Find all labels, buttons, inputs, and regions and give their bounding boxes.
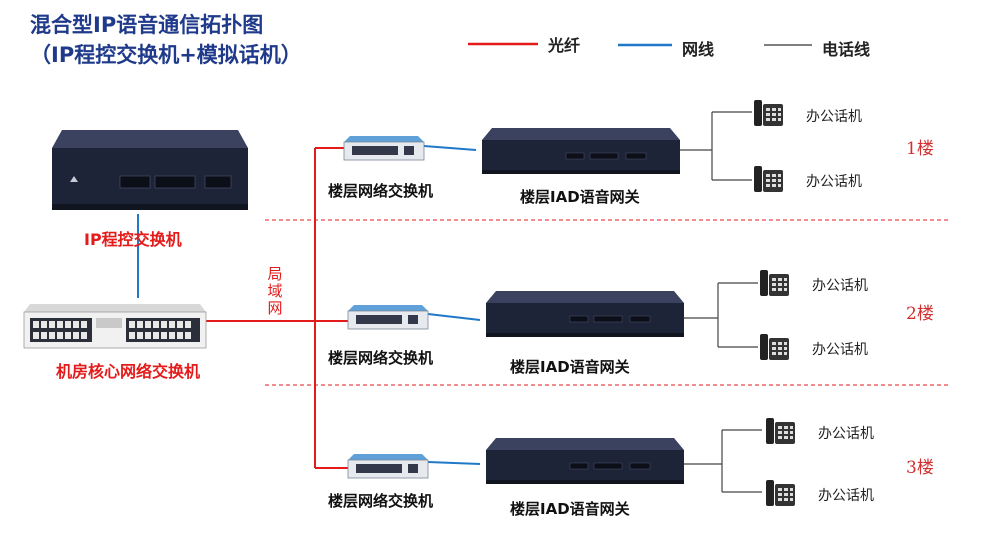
diagram-title: 混合型IP语音通信拓扑图 （IP程控交换机+模拟话机）: [30, 10, 302, 70]
cable-floor1: [423, 145, 477, 151]
title-line-1: 混合型IP语音通信拓扑图: [30, 13, 264, 37]
legend-fiber-label: 光纤: [548, 36, 581, 55]
cable-floor2: [427, 313, 481, 321]
floor1-phone-1-label: 办公话机: [806, 109, 862, 125]
floor2-phone-2-label: 办公话机: [812, 342, 868, 358]
phone-lines-floor3: [684, 429, 762, 493]
floor1-gateway-label: 楼层IAD语音网关: [520, 188, 640, 206]
floor1-phone-2-icon: [754, 166, 783, 192]
floor3-label: 3楼: [906, 458, 934, 478]
core-switch-label: 机房核心网络交换机: [56, 362, 201, 381]
floor1-switch-device: [343, 136, 425, 161]
ip-pbx-device: [52, 130, 248, 210]
floor3-iad-gateway-device: [486, 438, 684, 484]
floor1-switch-label: 楼层网络交换机: [328, 182, 434, 200]
floor3-gateway-label: 楼层IAD语音网关: [510, 500, 630, 518]
floor2-phone-2-icon: [760, 334, 789, 360]
fiber-backbone: [205, 147, 350, 469]
lan-label: 局域网: [267, 265, 283, 317]
floor2-label: 2楼: [906, 304, 934, 324]
floor3-phone-2-icon: [766, 480, 795, 506]
legend-phone-line-label: 电话线: [822, 40, 871, 59]
phone-lines-floor1: [680, 111, 752, 181]
floor2-phone-1-icon: [760, 270, 789, 296]
floor1-phone-1-icon: [754, 100, 783, 126]
floor3-switch-device: [347, 454, 429, 479]
floor2-phone-1-label: 办公话机: [812, 278, 868, 294]
floor2-gateway-label: 楼层IAD语音网关: [510, 358, 630, 376]
floor3-phone-1-label: 办公话机: [818, 426, 874, 442]
floor3-switch-label: 楼层网络交换机: [328, 492, 434, 510]
floor2-switch-label: 楼层网络交换机: [328, 349, 434, 367]
phone-lines-floor2: [684, 282, 758, 348]
floor1-label: 1楼: [906, 139, 934, 159]
cable-floor3: [427, 461, 481, 465]
floor1-phone-2-label: 办公话机: [806, 174, 862, 190]
pbx-label: IP程控交换机: [84, 230, 182, 249]
floor3-phone-2-label: 办公话机: [818, 488, 874, 504]
floor2-iad-gateway-device: [486, 291, 684, 337]
floor2-switch-device: [347, 305, 429, 330]
core-switch-device: [23, 304, 207, 349]
title-line-2: （IP程控交换机+模拟话机）: [30, 43, 302, 67]
floor3-phone-1-icon: [766, 418, 795, 444]
legend-cable-label: 网线: [682, 40, 715, 59]
floor1-iad-gateway-device: [482, 128, 680, 174]
